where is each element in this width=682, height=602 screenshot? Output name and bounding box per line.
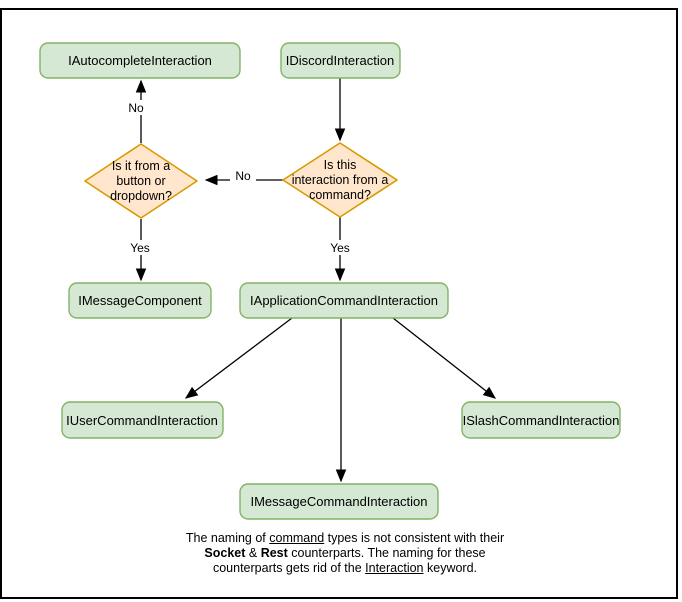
caption-line-2: Socket & Rest counterparts. The naming f… [204, 546, 486, 560]
svg-text:IAutocompleteInteraction: IAutocompleteInteraction [68, 53, 212, 68]
svg-text:command?: command? [309, 188, 371, 202]
svg-text:No: No [235, 169, 251, 183]
svg-text:IMessageCommandInteraction: IMessageCommandInteraction [250, 494, 427, 509]
svg-text:Is this: Is this [324, 158, 357, 172]
svg-text:Is it from a: Is it from a [112, 159, 170, 173]
diagram-border [0, 8, 678, 599]
caption-line-3: counterparts gets rid of the Interaction… [212, 561, 478, 575]
svg-text:IApplicationCommandInteraction: IApplicationCommandInteraction [250, 293, 438, 308]
svg-text:No: No [128, 101, 144, 115]
svg-text:button or: button or [116, 174, 165, 188]
edge-label-no-component: No [230, 168, 256, 183]
node-discord-interaction: IDiscordInteraction [280, 42, 401, 79]
caption-line-1: The naming of command types is not consi… [185, 531, 505, 545]
svg-text:ISlashCommandInteraction: ISlashCommandInteraction [463, 413, 620, 428]
svg-text:dropdown?: dropdown? [110, 189, 172, 203]
edge-label-yes-component: Yes [126, 240, 155, 255]
node-application-command-interaction: IApplicationCommandInteraction [239, 282, 449, 319]
edge-label-yes-command: Yes [326, 240, 355, 255]
node-message-component: IMessageComponent [68, 282, 212, 319]
svg-text:Yes: Yes [130, 241, 150, 255]
edge-to-user-command [184, 317, 293, 399]
svg-text:IMessageComponent: IMessageComponent [78, 293, 202, 308]
node-autocomplete-interaction: IAutocompleteInteraction [39, 42, 241, 79]
edge-to-slash-command [392, 317, 497, 399]
node-slash-command-interaction: ISlashCommandInteraction [461, 401, 621, 439]
decision-from-command: Is this interaction from a command? [282, 142, 398, 218]
node-user-command-interaction: IUserCommandInteraction [61, 401, 224, 439]
decision-button-or-dropdown: Is it from a button or dropdown? [84, 143, 198, 219]
edge-label-no-autocomplete: No [124, 100, 149, 115]
svg-text:interaction from a: interaction from a [292, 173, 389, 187]
node-message-command-interaction: IMessageCommandInteraction [239, 483, 439, 520]
svg-text:Yes: Yes [330, 241, 350, 255]
svg-text:IDiscordInteraction: IDiscordInteraction [286, 53, 394, 68]
svg-text:IUserCommandInteraction: IUserCommandInteraction [66, 413, 218, 428]
caption-note: The naming of command types is not consi… [140, 531, 550, 576]
